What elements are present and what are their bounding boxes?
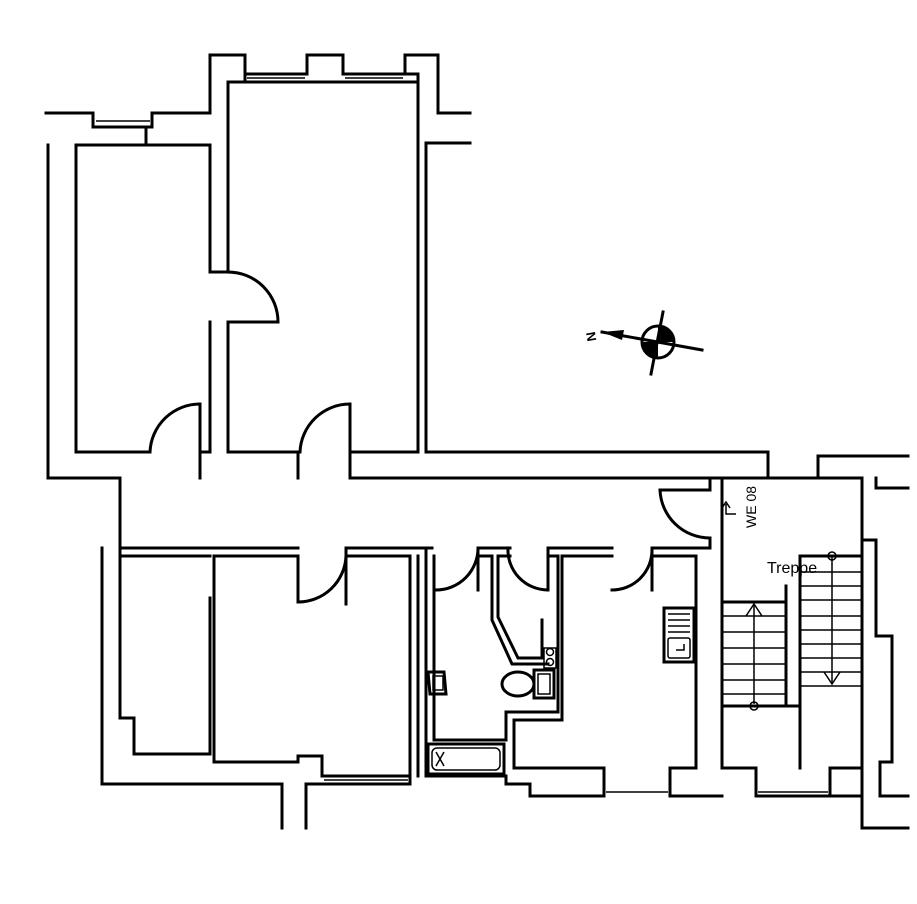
unit-label: WE 08 xyxy=(743,486,759,528)
washbasin-icon xyxy=(426,670,448,696)
stairs xyxy=(720,551,864,770)
doors xyxy=(148,270,712,606)
bath-valve-icon xyxy=(543,647,557,669)
stair-direction-arrows xyxy=(745,551,841,711)
stairs-label: Treppe xyxy=(767,560,817,577)
unit-marker xyxy=(721,500,736,515)
north-arrow-compass-icon xyxy=(600,310,704,376)
walls xyxy=(44,53,910,830)
bathtub-icon xyxy=(426,742,506,776)
stair-treads-right xyxy=(800,571,862,687)
windows xyxy=(96,77,828,793)
toilet-icon xyxy=(500,668,556,700)
kitchen-sink-icon xyxy=(662,606,696,664)
north-label: N xyxy=(583,331,599,343)
